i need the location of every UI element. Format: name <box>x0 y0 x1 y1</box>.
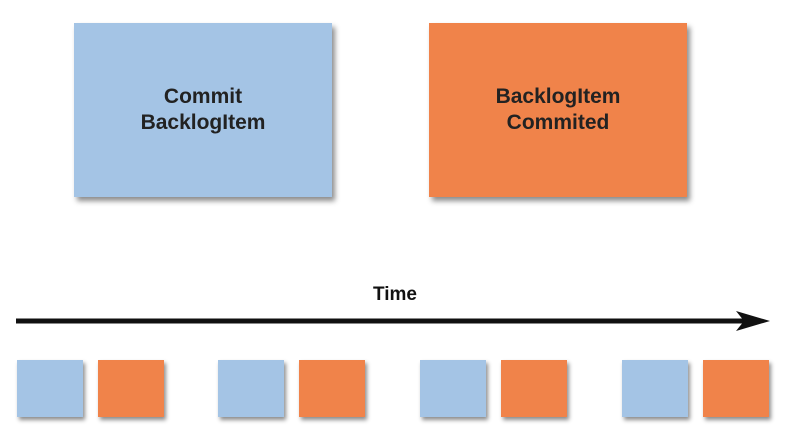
event-box <box>299 360 365 417</box>
time-arrow <box>16 311 770 331</box>
event-card-label: BacklogItem Commited <box>496 84 621 136</box>
event-box <box>98 360 164 417</box>
command-box <box>17 360 83 417</box>
time-label: Time <box>372 284 417 305</box>
command-card-line2: BacklogItem <box>140 111 266 134</box>
command-box <box>218 360 284 417</box>
event-box <box>501 360 567 417</box>
time-arrow-head <box>736 311 770 331</box>
event-card-line1: BacklogItem <box>495 85 621 108</box>
event-box <box>703 360 769 417</box>
command-box <box>622 360 688 417</box>
command-card: Commit BacklogItem <box>74 23 332 197</box>
event-sequence <box>0 360 800 430</box>
command-box <box>420 360 486 417</box>
command-card-line1: Commit <box>163 85 243 108</box>
command-card-label: Commit BacklogItem <box>141 84 266 136</box>
event-card-line2: Commited <box>506 111 610 134</box>
event-card: BacklogItem Commited <box>429 23 687 197</box>
